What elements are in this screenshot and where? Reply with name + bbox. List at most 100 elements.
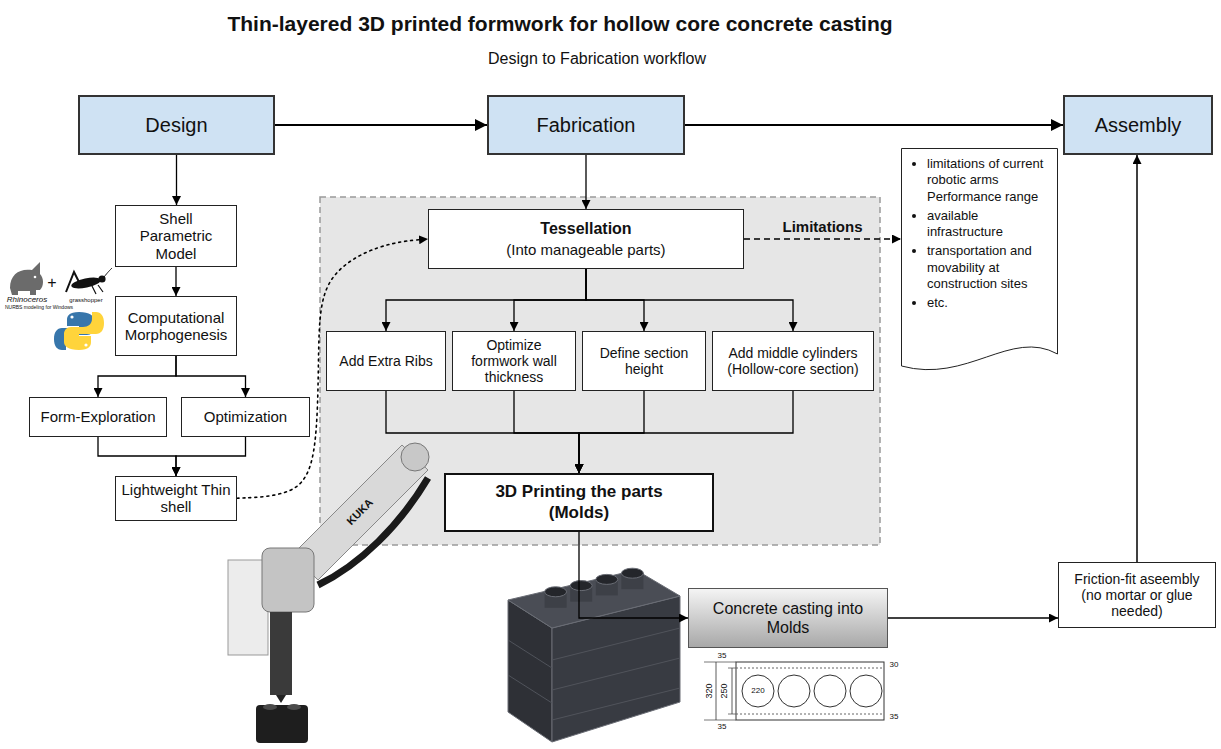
logo-text: grasshopper	[69, 297, 102, 303]
section-hollow-core	[742, 675, 774, 707]
printed-cylinder-small	[287, 704, 301, 710]
connector-arrow	[386, 269, 586, 331]
grasshopper-leg	[92, 285, 103, 294]
process-box: 3D Printing the parts (Molds)	[444, 473, 714, 532]
node-text: Define section height	[588, 345, 700, 377]
robot-joint	[401, 443, 429, 471]
section-hollow-core	[814, 675, 846, 707]
document-outline	[902, 149, 1058, 370]
rhino-logo	[10, 262, 43, 295]
printed-mold-photo	[508, 568, 680, 742]
connector-arrow	[585, 155, 586, 209]
phase-box: Assembly	[1063, 95, 1213, 155]
node-text: Optimize formwork wall thickness	[458, 337, 570, 385]
section-outline	[736, 662, 884, 720]
connector-arrow	[579, 391, 644, 473]
python-eye	[84, 343, 87, 346]
mold-cylinder-top	[621, 568, 643, 578]
connector-arrow	[514, 391, 579, 473]
printed-mold-small	[256, 705, 308, 743]
connector-arrow	[685, 124, 1063, 126]
grasshopper-body	[70, 275, 101, 290]
connector-arrow	[176, 155, 177, 205]
mold-top-face	[508, 570, 680, 628]
robot-extruder	[270, 612, 292, 695]
section-hollow-core	[850, 675, 882, 707]
dimension-number: 320	[705, 683, 714, 698]
dimension-number: 35	[718, 652, 727, 660]
connector-arrow	[176, 356, 246, 397]
process-box: Tessellation (Into manageable parts)	[428, 209, 744, 269]
python-yellow-half	[64, 312, 104, 350]
dimension-number: 35	[718, 723, 727, 731]
node-text: Assembly	[1095, 114, 1182, 137]
connector-arrow	[586, 269, 793, 331]
connector-arrow	[98, 356, 176, 397]
node-text: Fabrication	[537, 114, 636, 137]
diagram-subtitle: Design to Fabrication workflow	[488, 51, 706, 67]
process-box: Form-Exploration	[29, 397, 167, 437]
phase-box: Fabrication	[487, 95, 685, 155]
robot-arm	[228, 443, 429, 743]
dimension-number: 35	[890, 713, 899, 721]
node-text: limitations of current robotic arms Perf…	[927, 156, 1050, 205]
node-text: Form-Exploration	[40, 408, 155, 425]
connector-arrow	[744, 238, 901, 240]
section-cover-line	[736, 668, 884, 714]
process-box: Concrete casting into Molds	[688, 588, 888, 648]
connector-arrow	[514, 269, 586, 331]
connector-arrow	[386, 391, 579, 473]
section-hollow-core	[778, 675, 810, 707]
mold-cylinder-top	[596, 574, 618, 584]
mold-cylinder-top	[570, 581, 592, 591]
node-text: Lightweight Thin shell	[121, 481, 231, 516]
node-text: Friction-fit aseembly (no mortar or glue…	[1064, 571, 1210, 619]
python-logo	[54, 312, 104, 350]
rhino-eye	[34, 276, 37, 279]
process-box: Shell Parametric Model	[115, 205, 237, 267]
connector-arrow	[579, 391, 793, 473]
node-text: etc.	[927, 295, 1050, 311]
plus-sign: +	[47, 275, 56, 291]
node-text: Tessellation	[540, 220, 631, 238]
connector-arrow	[275, 124, 487, 126]
extension-line	[704, 662, 736, 720]
connector-arrow	[888, 617, 1058, 618]
connector-group	[98, 125, 1137, 618]
rhino-silhouette	[10, 262, 43, 295]
edge-label: Limitations	[779, 218, 865, 235]
dimension-number: 220	[751, 687, 764, 695]
dimension-line	[716, 662, 732, 720]
node-text: Add middle cylinders (Hollow-core sectio…	[718, 345, 868, 377]
dimension-number: 250	[720, 683, 729, 698]
node-text: Add Extra Ribs	[339, 353, 432, 369]
grasshopper-logo	[66, 268, 112, 294]
connector-arrow	[176, 437, 246, 476]
node-text: transportation and movability at constru…	[927, 243, 1050, 292]
node-text: (Into manageable parts)	[506, 241, 665, 258]
step-box: Define section height	[582, 331, 706, 391]
node-text: Shell Parametric Model	[121, 210, 231, 262]
logo-text: Rhinoceros	[7, 296, 47, 304]
diagram-title: Thin-layered 3D printed formwork for hol…	[227, 13, 892, 34]
connector-arrow	[98, 437, 176, 476]
grasshopper-antenna	[104, 268, 112, 277]
step-box: Optimize formwork wall thickness	[452, 331, 576, 391]
node-text: Design	[145, 114, 207, 137]
node-text: Concrete casting into Molds	[697, 599, 879, 637]
process-box: Optimization	[181, 397, 310, 437]
logo-tagline: NURBS modeling for Windows	[5, 305, 73, 310]
mold-cylinder-top	[545, 587, 567, 597]
printed-cylinder-small	[263, 704, 277, 710]
node-text: Optimization	[204, 408, 287, 425]
note-document: limitations of current robotic arms Perf…	[901, 148, 1058, 380]
node-text: Computational Morphogenesis	[121, 309, 231, 344]
mold-layer-lines	[508, 628, 680, 720]
node-text: available infrastructure	[927, 208, 1050, 241]
process-box: Computational Morphogenesis	[115, 296, 237, 356]
step-box: Add Extra Ribs	[326, 331, 446, 391]
connector-arrow	[579, 532, 688, 618]
step-box: Add middle cylinders (Hollow-core sectio…	[712, 331, 874, 391]
connector-arrow	[1136, 155, 1138, 562]
